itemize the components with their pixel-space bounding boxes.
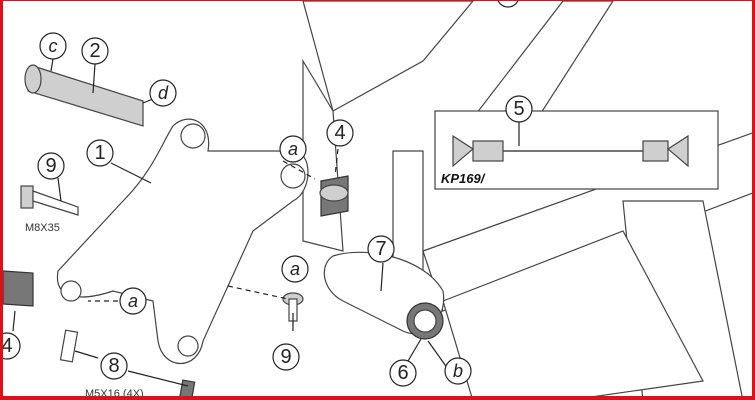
- callout-8: 8: [100, 352, 128, 380]
- svg-text:a: a: [128, 291, 138, 311]
- svg-text:4: 4: [3, 335, 13, 357]
- bolt-m5: [59, 329, 79, 363]
- svg-text:1: 1: [94, 142, 105, 164]
- svg-text:6: 6: [397, 362, 408, 384]
- callout-c: c: [39, 32, 67, 60]
- bushing-4-left: [3, 270, 34, 307]
- callout-a-left: a: [119, 287, 147, 315]
- svg-text:d: d: [158, 83, 169, 103]
- svg-text:c: c: [49, 36, 58, 56]
- callout-a-top: a: [279, 135, 307, 163]
- bolt-9-right: [282, 292, 304, 322]
- label-m5x16: M5X16 (4X): [85, 388, 144, 400]
- svg-text:2: 2: [89, 40, 100, 62]
- svg-text:7: 7: [375, 238, 386, 260]
- callout-b: b: [444, 357, 472, 385]
- bolt-m5-2: [178, 379, 196, 396]
- callout-2: 2: [81, 37, 109, 65]
- svg-text:9: 9: [45, 155, 56, 177]
- label-m8x35: M8X35: [25, 222, 60, 234]
- callout-5: 5: [505, 95, 533, 123]
- callout-a-mid: a: [281, 255, 309, 283]
- callout-9-left: 9: [37, 152, 65, 180]
- svg-text:5: 5: [513, 98, 524, 120]
- callout-d: d: [149, 79, 177, 107]
- callout-9-right: 9: [272, 343, 300, 371]
- bolt-m8: [20, 185, 79, 216]
- callout-4-right: 4: [326, 119, 354, 147]
- svg-text:a: a: [288, 139, 298, 159]
- leader-lines: [12, 58, 520, 387]
- bushing-top: [319, 184, 349, 202]
- callout-6: 6: [389, 359, 417, 387]
- callout-7: 7: [367, 235, 395, 263]
- svg-text:4: 4: [334, 122, 345, 144]
- svg-text:8: 8: [108, 355, 119, 377]
- svg-text:b: b: [453, 361, 463, 381]
- tool-kp169: KP169/: [434, 110, 719, 190]
- diagram-svg: KP169/: [3, 1, 752, 400]
- svg-text:9: 9: [280, 346, 291, 368]
- callout-4-left: 4: [3, 332, 21, 360]
- svg-text:a: a: [290, 259, 300, 279]
- pin-part-2: [24, 64, 144, 127]
- callout-1: 1: [86, 139, 114, 167]
- tool-label: KP169/: [441, 171, 486, 186]
- bike-frame: [302, 1, 752, 396]
- callout-5-top: [497, 1, 519, 8]
